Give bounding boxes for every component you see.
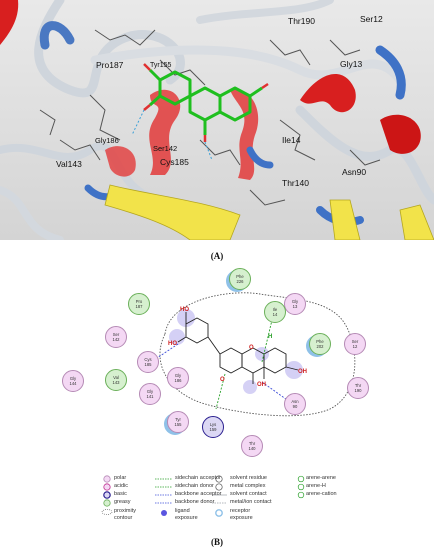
legend-polar: polar — [114, 475, 127, 481]
label-asn90: Asn90 — [342, 167, 366, 177]
residue-labels: Thr190 Ser12 Pro187 Tyr155 Gly13 Gly186 … — [56, 14, 383, 188]
label-gly186: Gly186 — [95, 136, 119, 145]
interaction-canvas: HO HO OH OH O O H — [156, 292, 356, 417]
legend-backbone-donor: backbone donor — [175, 499, 215, 505]
hbond-lines — [131, 109, 213, 161]
label-gly13: Gly13 — [340, 59, 362, 69]
label-cys185: Cys185 — [160, 157, 189, 167]
protein-ligand-3d-render: Thr190 Ser12 Pro187 Tyr155 Gly13 Gly186 … — [0, 0, 434, 240]
ribbon-loops — [0, 0, 434, 240]
atom-oh-right: OH — [298, 369, 307, 375]
panel-a-caption: (A) — [210, 251, 224, 261]
beta-strands — [104, 184, 434, 240]
legend-metal-complex: metal complex — [230, 483, 266, 489]
legend-arene-cation: arene-cation — [306, 491, 337, 497]
label-thr190: Thr190 — [288, 16, 315, 26]
legend-backbone-acceptor: backbone acceptor — [175, 491, 222, 497]
label-val143: Val143 — [56, 159, 82, 169]
panel-a-3d-structure: Thr190 Ser12 Pro187 Tyr155 Gly13 Gly186 … — [0, 0, 434, 240]
atom-o-carbonyl: O — [220, 377, 225, 383]
atom-oh-bottom: OH — [257, 382, 266, 388]
legend-solvent-residue: solvent residue — [230, 475, 267, 481]
legend-metal-ion-contact: metal/ion contact — [230, 499, 272, 505]
atom-ho-left: HO — [168, 341, 177, 347]
ligand-exposure-blobs — [169, 309, 303, 394]
ligand-3d — [148, 68, 263, 135]
residue-sticks — [39, 29, 381, 206]
hbond-cys185 — [156, 343, 179, 359]
hbond-lys159 — [215, 373, 226, 410]
legend-sidechain-acceptor: sidechain acceptor — [175, 475, 221, 481]
atom-ho-top: HO — [180, 307, 189, 313]
legend-solvent-contact: solvent contact — [230, 491, 267, 497]
legend-symbols — [101, 475, 305, 517]
ligand-atom-labels: HO HO OH OH O O H — [168, 307, 307, 388]
legend-acidic: acidic — [114, 483, 129, 489]
legend-greasy: greasy — [114, 499, 131, 505]
label-ser142: Ser142 — [153, 144, 177, 153]
label-ile14: Ile14 — [282, 135, 301, 145]
legend-basic: basic — [114, 491, 127, 497]
panel-b-caption: (B) — [211, 537, 223, 547]
arene-h-ile14 — [261, 319, 273, 363]
label-ser12: Ser12 — [360, 14, 383, 24]
atom-o-ring: O — [249, 345, 254, 351]
legend-arene-h: arene-H — [306, 483, 326, 489]
legend-sidechain-donor: sidechain donor — [175, 483, 214, 489]
label-tyr155: Tyr155 — [150, 62, 172, 69]
atom-h-ile: H — [268, 334, 272, 340]
label-thr140: Thr140 — [282, 178, 309, 188]
ligand-2d-structure — [177, 312, 299, 384]
ligand-oxygens — [143, 63, 269, 142]
label-pro187: Pro187 — [96, 60, 124, 70]
legend-arene-arene: arene-arene — [306, 475, 336, 481]
